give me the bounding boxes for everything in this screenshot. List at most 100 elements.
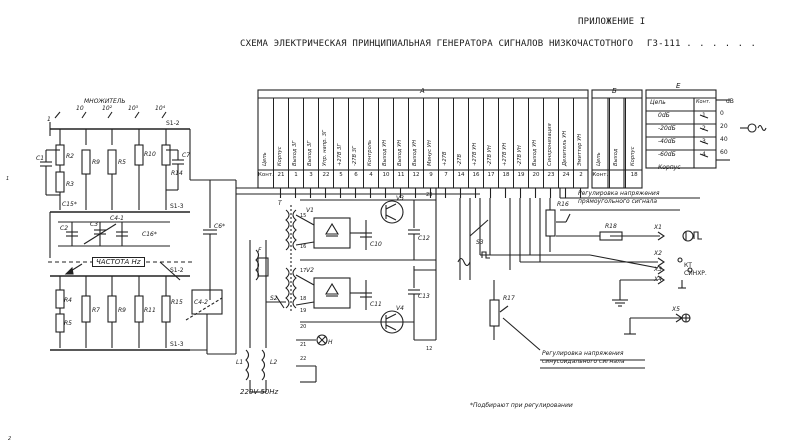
- svg-text:R14: R14: [171, 170, 183, 177]
- svg-text:V3: V3: [396, 195, 404, 202]
- connector-a-column: Синхронизация 23: [543, 98, 558, 188]
- svg-text:R10: R10: [144, 151, 156, 158]
- svg-text:H: H: [328, 339, 333, 346]
- svg-text:C2: C2: [60, 225, 68, 232]
- connector-a-column-name: +27В УН: [472, 142, 478, 166]
- svg-text:R5: R5: [64, 320, 72, 327]
- connector-a-column-name: Выход УН: [397, 139, 403, 166]
- svg-text:R4: R4: [64, 297, 72, 304]
- svg-text:C4-1: C4-1: [110, 215, 124, 222]
- connector-a-column-name: -27В 3Г: [352, 146, 358, 166]
- connector-b-column-pin: 18: [630, 172, 638, 178]
- device-model: Г3-111: [646, 39, 681, 49]
- svg-text:S3: S3: [476, 239, 484, 246]
- connector-a-column-pin: 5: [339, 172, 343, 178]
- svg-text:F: F: [258, 247, 262, 254]
- connector-a-column-pin: 16: [472, 172, 480, 178]
- svg-text:C13: C13: [418, 293, 430, 300]
- sine-adjust-annotation: Регулировка напряжения синусоидального с…: [542, 350, 652, 366]
- svg-text:10²: 10²: [102, 105, 113, 112]
- svg-text:R2: R2: [66, 153, 74, 160]
- attenuator-row-pin: 3: [702, 138, 706, 145]
- svg-text:L1: L1: [236, 359, 243, 366]
- attenuator-table-label: Е: [676, 82, 681, 90]
- rect-adjust-text: Регулировка напряжения прямоугольного си…: [578, 190, 660, 205]
- attenuator-row-name: -20dБ: [658, 125, 676, 132]
- output-x3-label: X3: [654, 266, 662, 273]
- svg-text:C10: C10: [370, 241, 382, 248]
- output-kt-label: КТ: [684, 262, 692, 269]
- svg-text:23: 23: [426, 192, 432, 198]
- attenuator-row-pin: 4: [702, 151, 706, 158]
- svg-text:R5: R5: [118, 159, 126, 166]
- svg-text:16: 16: [300, 244, 306, 250]
- connector-a-column-pin: 3: [309, 172, 313, 178]
- svg-text:10³: 10³: [128, 105, 139, 112]
- title-dots: . . . . . .: [686, 39, 757, 49]
- connector-b-column-name: Цепь: [596, 152, 603, 166]
- svg-text:L2: L2: [270, 359, 277, 366]
- svg-text:18: 18: [300, 296, 306, 302]
- svg-text:17: 17: [300, 268, 306, 274]
- connector-a-column-name: Минус УН: [427, 140, 433, 166]
- svg-text:19: 19: [300, 308, 306, 314]
- connector-a-column-name: Выход 3Г: [307, 140, 313, 166]
- connector-a-column: +27В УН 16: [468, 98, 483, 188]
- svg-text:15: 15: [300, 213, 306, 219]
- connector-a-label: A: [420, 87, 425, 95]
- svg-text:20: 20: [300, 324, 306, 330]
- connector-a-column-pin: 7: [444, 172, 448, 178]
- multiplier-label: МНОЖИТЕЛЬ: [84, 98, 126, 105]
- svg-text:10: 10: [76, 105, 84, 112]
- svg-text:C1: C1: [36, 155, 44, 162]
- connector-a-column-pin: 10: [382, 172, 390, 178]
- footnote: *Подбирают при регулировании: [470, 402, 573, 409]
- svg-text:10⁴: 10⁴: [155, 105, 166, 112]
- svg-text:C3: C3: [90, 221, 98, 228]
- connector-a-column-name: Корпус: [277, 146, 283, 166]
- connector-a-column-name: Выход УН: [382, 139, 388, 166]
- connector-a-column-name: Цепь: [261, 152, 268, 166]
- svg-text:C7: C7: [182, 152, 190, 159]
- connector-a-column-name: -27В: [457, 153, 463, 166]
- connector-a-column-pin: 20: [532, 172, 540, 178]
- svg-text:R15: R15: [171, 299, 183, 306]
- db-scale-mark: 20: [720, 123, 728, 130]
- connector-a-column-pin: 1: [294, 172, 298, 178]
- svg-text:C12: C12: [418, 235, 430, 242]
- connector-a-column-pin: 23: [547, 172, 555, 178]
- output-x2-label: X2: [654, 250, 662, 257]
- connector-a-column-name: -27В УН: [517, 145, 523, 166]
- svg-text:22: 22: [300, 356, 306, 362]
- output-x5-label: X5: [672, 306, 680, 313]
- svg-text:R9: R9: [118, 307, 126, 314]
- switch-label-s1-3-top: S1-3: [170, 203, 184, 210]
- attenuator-row-pin: 1: [702, 112, 706, 119]
- connector-a-column-pin: 12: [412, 172, 420, 178]
- svg-text:R17: R17: [503, 295, 515, 302]
- connector-a-column: Минус УН 9: [423, 98, 438, 188]
- svg-text:1: 1: [6, 176, 9, 182]
- connector-a-column-pin: 9: [429, 172, 433, 178]
- connector-a-column-name: Эмиттер УН: [577, 133, 583, 166]
- connector-a-column-name: Выход 3Г: [292, 140, 298, 166]
- connector-a-column-name: Синхронизация: [547, 123, 553, 166]
- svg-text:C4-2: C4-2: [194, 299, 208, 306]
- svg-text:21: 21: [300, 342, 306, 348]
- connector-a-column-name: Контроль: [367, 139, 373, 166]
- attenuator-row-name: -40dБ: [658, 138, 676, 145]
- connector-a-column-name: Упр. напр. 3Г: [322, 130, 328, 166]
- svg-text:R9: R9: [92, 159, 100, 166]
